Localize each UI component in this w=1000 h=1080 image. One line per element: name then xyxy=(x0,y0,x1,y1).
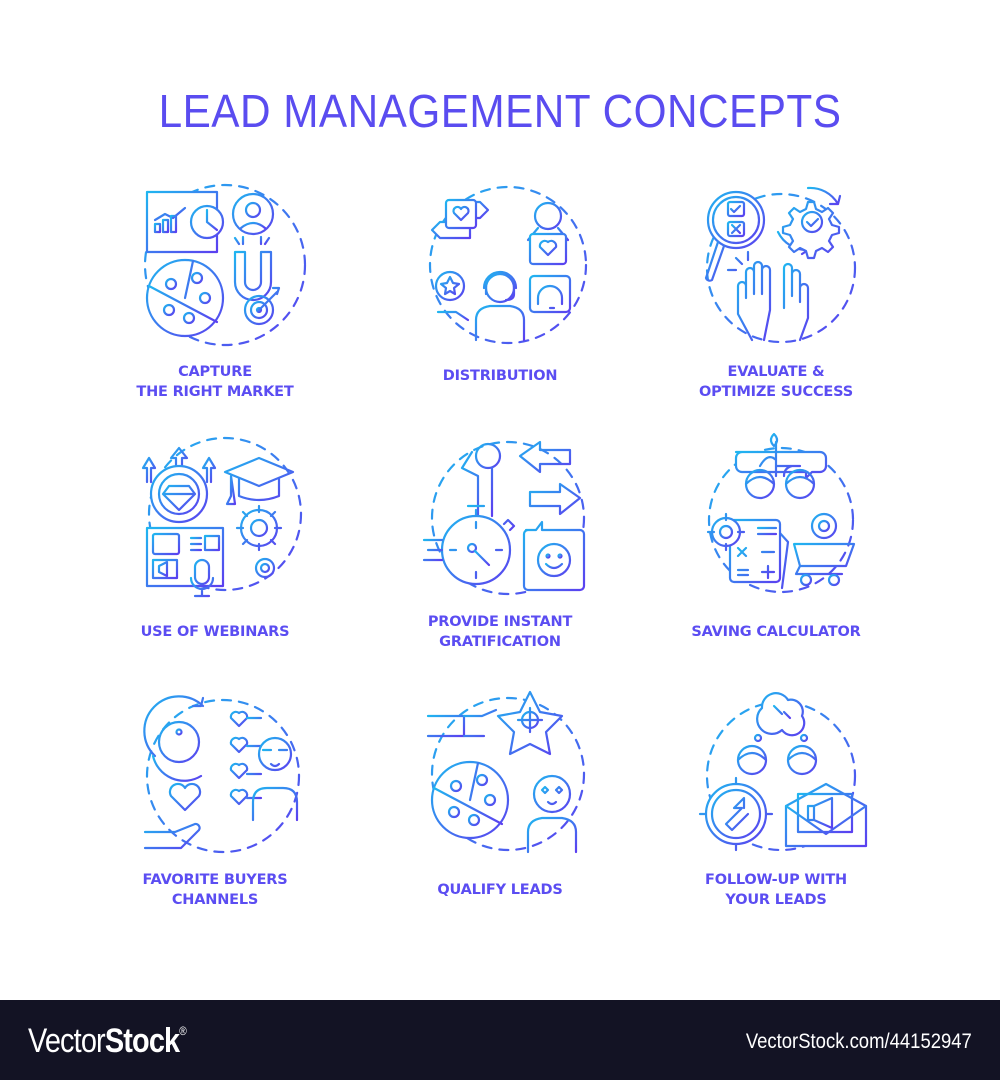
concept-label: USE OF WEBINARS xyxy=(75,622,355,642)
label-line-1: USE OF WEBINARS xyxy=(140,624,290,640)
logo-light-text: Vector xyxy=(28,1022,106,1060)
distribution-icon xyxy=(428,185,588,345)
concept-label: EVALUATE & OPTIMIZE SUCCESS xyxy=(636,362,916,402)
capture-market-icon xyxy=(143,183,307,347)
registered-mark: ® xyxy=(179,1024,187,1038)
label-line-2: GRATIFICATION xyxy=(439,634,561,650)
label-line-1: DISTRIBUTION xyxy=(442,368,558,384)
footer-bar: VectorStock® VectorStock.com/44152947 xyxy=(0,1000,1000,1080)
label-line-1: EVALUATE & xyxy=(727,364,825,380)
qualify-leads-icon xyxy=(426,690,586,854)
label-line-1: PROVIDE INSTANT xyxy=(427,614,573,630)
instant-gratification-icon xyxy=(422,440,586,596)
footer-url: VectorStock.com/44152947 xyxy=(745,1030,972,1053)
concept-label: FOLLOW-UP WITH YOUR LEADS xyxy=(636,870,916,910)
concept-label: DISTRIBUTION xyxy=(360,366,640,386)
concept-label: CAPTURE THE RIGHT MARKET xyxy=(75,362,355,402)
evaluate-optimize-icon xyxy=(704,186,857,344)
label-line-2: OPTIMIZE SUCCESS xyxy=(699,384,853,400)
label-line-2: CHANNELS xyxy=(171,892,259,908)
webinars-icon xyxy=(141,436,303,598)
label-line-1: FOLLOW-UP WITH xyxy=(705,872,847,888)
saving-calculator-icon xyxy=(706,432,856,594)
vectorstock-logo: VectorStock® xyxy=(28,1022,187,1061)
label-line-1: SAVING CALCULATOR xyxy=(691,624,861,640)
label-line-2: YOUR LEADS xyxy=(725,892,827,908)
favorite-channels-icon xyxy=(143,695,301,854)
label-line-1: FAVORITE BUYERS xyxy=(142,872,288,888)
concept-label: FAVORITE BUYERS CHANNELS xyxy=(75,870,355,910)
follow-up-icon xyxy=(698,692,868,852)
logo-bold-text: Stock xyxy=(104,1022,180,1060)
concept-label: QUALIFY LEADS xyxy=(360,880,640,900)
page-title: LEAD MANAGEMENT CONCEPTS xyxy=(158,85,842,137)
concept-label: SAVING CALCULATOR xyxy=(636,622,916,642)
label-line-2: THE RIGHT MARKET xyxy=(136,384,294,400)
concept-label: PROVIDE INSTANT GRATIFICATION xyxy=(360,612,640,652)
label-line-1: QUALIFY LEADS xyxy=(437,882,563,898)
label-line-1: CAPTURE xyxy=(178,364,252,380)
